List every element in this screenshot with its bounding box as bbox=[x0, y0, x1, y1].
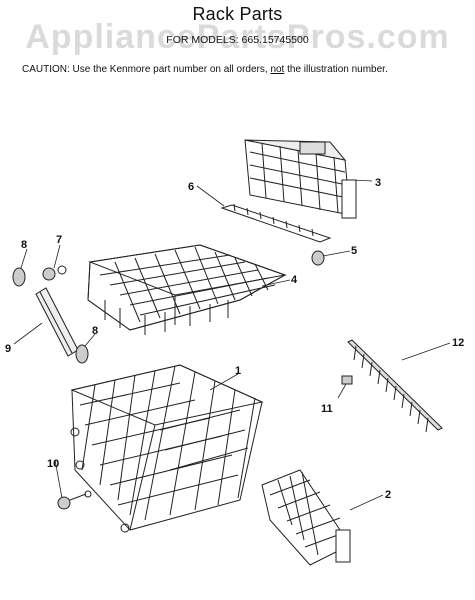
callout-3: 3 bbox=[375, 177, 381, 189]
caution-suffix: the illustration number. bbox=[284, 64, 388, 75]
caution-emphasis: not bbox=[270, 64, 285, 75]
page-title: Rack Parts bbox=[192, 4, 283, 24]
watermark: AppliancePartsPros.com bbox=[25, 18, 450, 56]
rail-cap-lower-part bbox=[75, 344, 89, 364]
callout-1: 1 bbox=[235, 365, 241, 377]
tine-clip-part bbox=[341, 375, 353, 385]
callout-12: 12 bbox=[452, 337, 464, 349]
callout-8-upper: 8 bbox=[21, 239, 27, 251]
roller-assembly-part bbox=[42, 265, 67, 281]
rail-cap-upper-part bbox=[12, 267, 26, 287]
fold-tine-row-part bbox=[347, 339, 443, 433]
callout-4: 4 bbox=[291, 274, 298, 286]
small-basket-part bbox=[261, 469, 351, 566]
upper-rack-part bbox=[87, 244, 287, 335]
clip-part bbox=[311, 250, 325, 266]
lower-rack-part bbox=[70, 364, 264, 533]
callout-11: 11 bbox=[321, 403, 333, 415]
callout-5: 5 bbox=[351, 245, 357, 257]
models-line: FOR MODELS: 665.15745500 bbox=[166, 34, 309, 46]
silverware-basket-part bbox=[244, 139, 357, 219]
callout-7: 7 bbox=[56, 234, 62, 246]
callout-2: 2 bbox=[385, 489, 391, 501]
wheel-part bbox=[57, 490, 92, 510]
callout-10: 10 bbox=[47, 458, 59, 470]
callout-9: 9 bbox=[5, 343, 11, 355]
tine-row-part bbox=[220, 203, 332, 243]
rack-rail-part bbox=[35, 287, 79, 357]
callout-6: 6 bbox=[188, 181, 194, 193]
caution-prefix: CAUTION: Use the Kenmore part number on … bbox=[22, 64, 271, 75]
leader-lines bbox=[13, 179, 451, 511]
caution-note: CAUTION: Use the Kenmore part number on … bbox=[22, 64, 462, 75]
callout-8-lower: 8 bbox=[92, 325, 98, 337]
